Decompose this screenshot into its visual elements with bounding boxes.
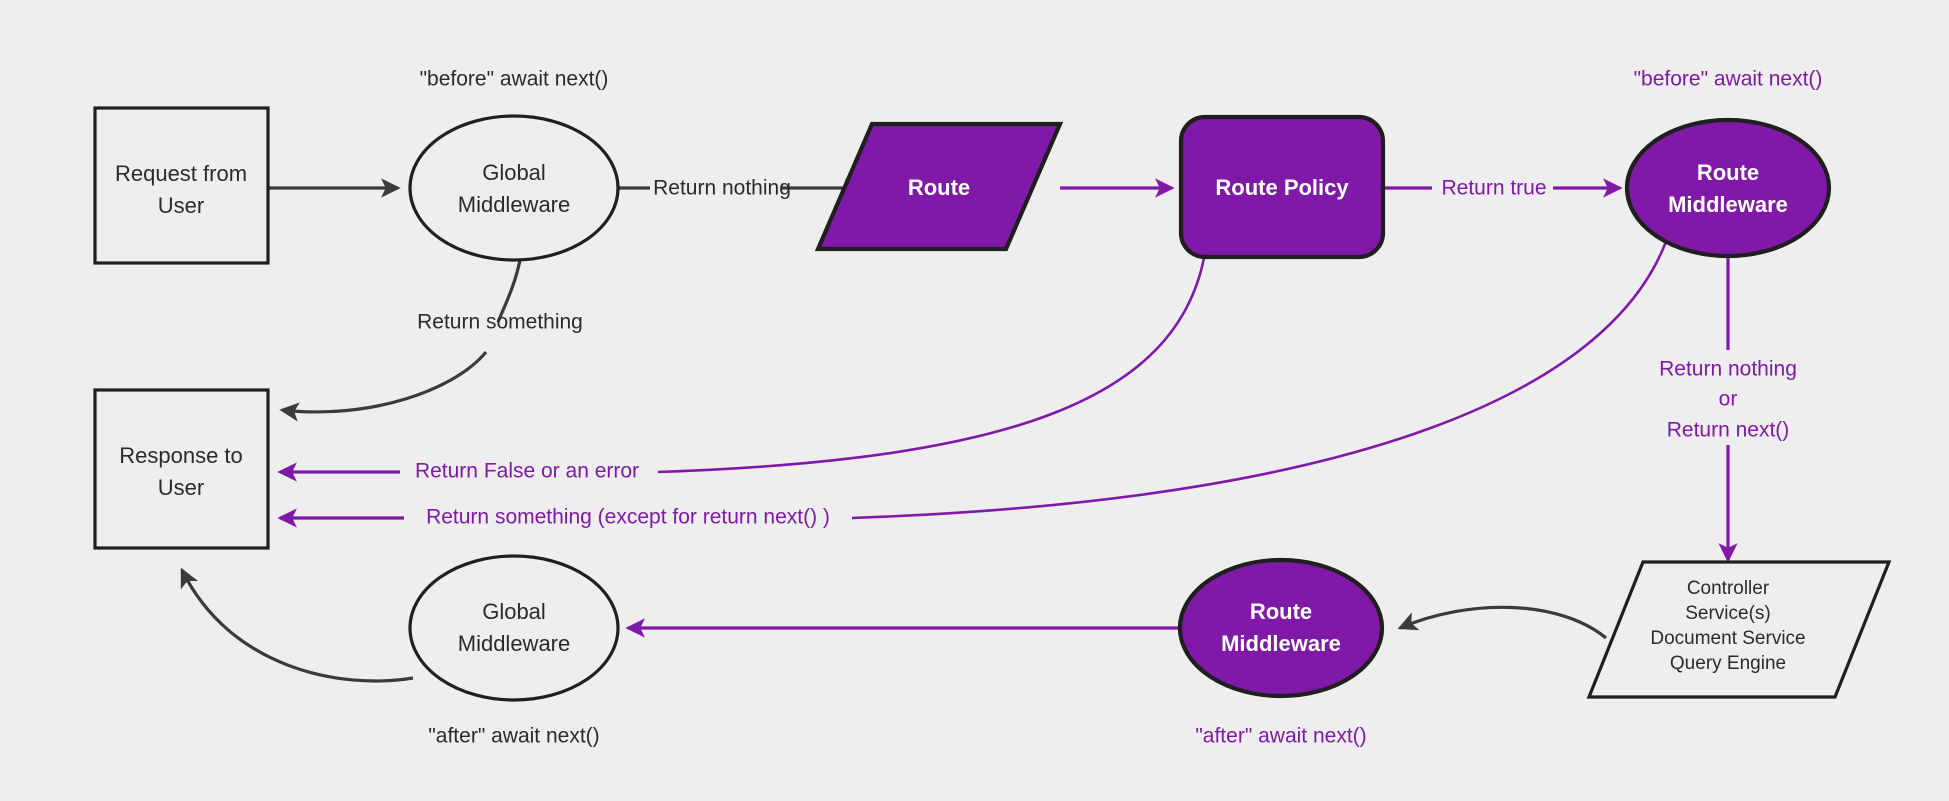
controller-stack-line-1: Controller: [1687, 578, 1770, 599]
edge-label-return-nothing-or-next-line3: Return next(): [1667, 419, 1790, 442]
route-middleware-bottom-label-line1: Route: [1250, 599, 1312, 624]
controller-stack-line-2: Service(s): [1685, 603, 1771, 624]
request-from-user-label-line1: Request from: [115, 161, 247, 186]
edge-label-return-true: Return true: [1441, 177, 1546, 200]
global-middleware-bottom-label-line2: Middleware: [458, 631, 571, 656]
node-global-middleware-top[interactable]: Global Middleware: [408, 114, 620, 262]
edge-route-policy-return-false: [277, 257, 1206, 482]
edge-global-middleware-return-something: [279, 259, 522, 422]
route-middleware-top-label-line2: Middleware: [1668, 192, 1788, 217]
node-route[interactable]: Route: [814, 121, 1064, 252]
controller-stack-line-4: Query Engine: [1670, 653, 1786, 674]
annotation-after-await-next-global: "after" await next(): [428, 725, 599, 748]
edge-label-return-false-or-error: Return False or an error: [415, 460, 639, 483]
node-route-policy[interactable]: Route Policy: [1178, 114, 1386, 260]
global-middleware-top-label-line1: Global: [482, 160, 546, 185]
edge-label-return-nothing-or-next-line2: or: [1719, 388, 1738, 411]
node-global-middleware-bottom[interactable]: Global Middleware: [408, 554, 620, 702]
annotation-before-await-next-route: "before" await next(): [1634, 68, 1823, 91]
node-route-middleware-top[interactable]: Route Middleware: [1624, 117, 1832, 259]
annotation-before-await-next-global: "before" await next(): [420, 68, 609, 91]
edge-route-middleware-return-something: [277, 229, 1672, 528]
request-from-user-label-line2: User: [158, 193, 204, 218]
response-to-user-label-line1: Response to: [119, 443, 243, 468]
edge-global-middleware-bottom-to-response: [180, 567, 414, 683]
controller-stack-line-3: Document Service: [1650, 628, 1805, 649]
route-policy-label: Route Policy: [1215, 175, 1349, 200]
edge-controller-to-route-middleware-bottom: [1397, 605, 1608, 640]
response-to-user-label-line2: User: [158, 475, 204, 500]
route-middleware-bottom-label-line2: Middleware: [1221, 631, 1341, 656]
edge-label-return-something-global: Return something: [417, 311, 583, 334]
global-middleware-bottom-label-line1: Global: [482, 599, 546, 624]
global-middleware-top-label-line2: Middleware: [458, 192, 571, 217]
route-label: Route: [908, 175, 970, 200]
node-response-to-user[interactable]: Response to User: [93, 388, 270, 550]
node-route-middleware-bottom[interactable]: Route Middleware: [1177, 557, 1385, 699]
route-middleware-top-label-line1: Route: [1697, 160, 1759, 185]
edge-label-return-nothing-or-next-line1: Return nothing: [1659, 358, 1797, 381]
node-controller-stack[interactable]: Controller Service(s) Document Service Q…: [1586, 560, 1892, 699]
annotation-after-await-next-route: "after" await next(): [1195, 725, 1366, 748]
edge-label-return-something-except-next: Return something (except for return next…: [426, 506, 830, 529]
node-request-from-user[interactable]: Request from User: [93, 106, 270, 265]
edge-label-return-nothing: Return nothing: [653, 177, 791, 200]
